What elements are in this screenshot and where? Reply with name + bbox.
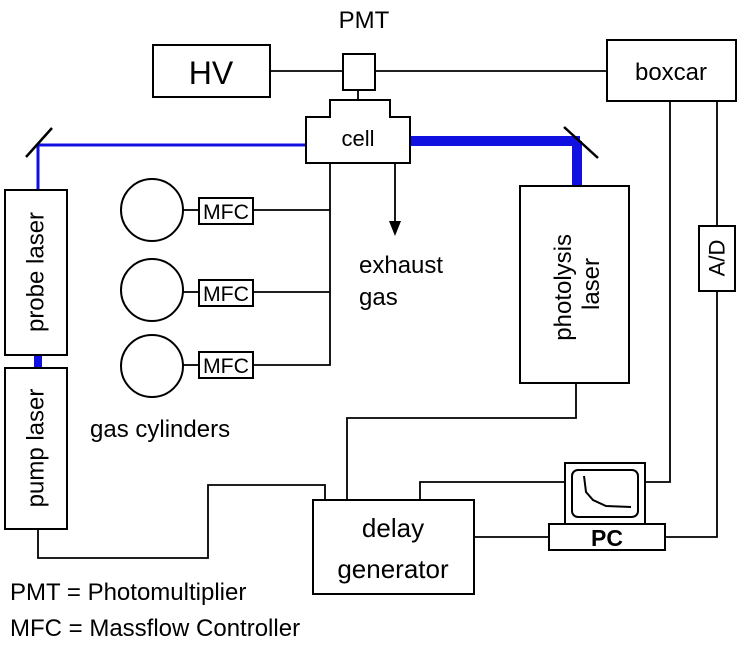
mfc-1: MFC bbox=[198, 197, 254, 225]
probe-laser-label: probe laser bbox=[23, 212, 50, 332]
mfc-2: MFC bbox=[198, 279, 254, 307]
probe-laser-box: probe laser bbox=[4, 189, 68, 356]
svg-text:gas: gas bbox=[359, 284, 398, 311]
delay-generator-box: delay generator bbox=[312, 499, 475, 595]
legend-mfc: MFC = Massflow Controller bbox=[10, 615, 300, 642]
pc-label: PC bbox=[591, 525, 623, 551]
gas-cylinders-label: gas cylinders bbox=[90, 416, 230, 443]
pc-monitor bbox=[564, 462, 646, 525]
legend-pmt: PMT = Photomultiplier bbox=[10, 579, 246, 606]
svg-text:MFC: MFC bbox=[203, 201, 249, 224]
gas-cylinders bbox=[120, 178, 184, 398]
connection-lines bbox=[37, 70, 718, 559]
probe-beam bbox=[36, 143, 306, 190]
cell-label: cell bbox=[341, 126, 374, 151]
photolysis-beam bbox=[410, 136, 582, 186]
boxcar-label: boxcar bbox=[635, 59, 707, 86]
monitor-trace bbox=[583, 475, 632, 508]
svg-text:delay: delay bbox=[362, 513, 424, 543]
mirror-left bbox=[25, 127, 53, 158]
pmt-box bbox=[342, 53, 376, 91]
svg-text:MFC: MFC bbox=[203, 355, 249, 378]
photolysis-laser-box: photolysis laser bbox=[519, 185, 630, 384]
hv-label: HV bbox=[189, 55, 234, 91]
hv-box: HV bbox=[152, 44, 271, 98]
gas-cylinder-2 bbox=[120, 258, 184, 322]
ad-box: A/D bbox=[698, 225, 736, 292]
pmt-label: PMT bbox=[339, 7, 390, 34]
exhaust-label: exhaust gas bbox=[359, 252, 443, 311]
svg-text:generator: generator bbox=[337, 554, 449, 584]
mfc-3: MFC bbox=[198, 351, 254, 379]
cell-box: cell bbox=[305, 99, 411, 164]
boxcar-box: boxcar bbox=[606, 39, 737, 102]
photolysis-label: photolysis laser bbox=[550, 227, 605, 340]
ad-label: A/D bbox=[705, 240, 730, 277]
pc-box: PC bbox=[548, 523, 666, 551]
svg-text:MFC: MFC bbox=[203, 283, 249, 306]
pump-laser-box: pump laser bbox=[4, 367, 68, 530]
exhaust-arrow-icon bbox=[389, 221, 401, 236]
mirror-right bbox=[563, 126, 599, 159]
svg-text:exhaust: exhaust bbox=[359, 252, 443, 279]
pump-laser-label: pump laser bbox=[23, 389, 50, 508]
gas-cylinder-3 bbox=[120, 334, 184, 398]
gas-cylinder-1 bbox=[120, 178, 184, 242]
